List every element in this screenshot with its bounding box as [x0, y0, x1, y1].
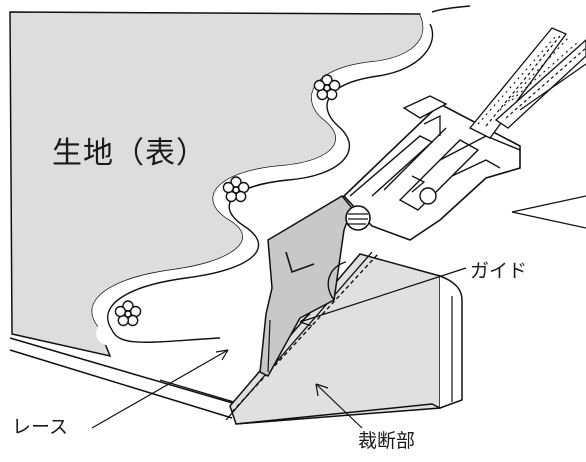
lace-band — [92, 14, 446, 360]
guide-label: ガイド — [470, 260, 528, 282]
presser-foot — [342, 95, 521, 241]
lace-leader — [91, 349, 229, 429]
cut-leader — [315, 383, 363, 429]
lace-inner-scallop — [107, 23, 434, 343]
fabric-label: 生地（表） — [52, 136, 207, 171]
lace-label: レース — [12, 416, 69, 438]
table-edge — [9, 337, 237, 405]
cut-section-label: 裁断部 — [358, 430, 416, 452]
stitched-strip — [468, 27, 586, 139]
guide-plate — [259, 195, 353, 377]
guide-leader — [299, 267, 467, 327]
